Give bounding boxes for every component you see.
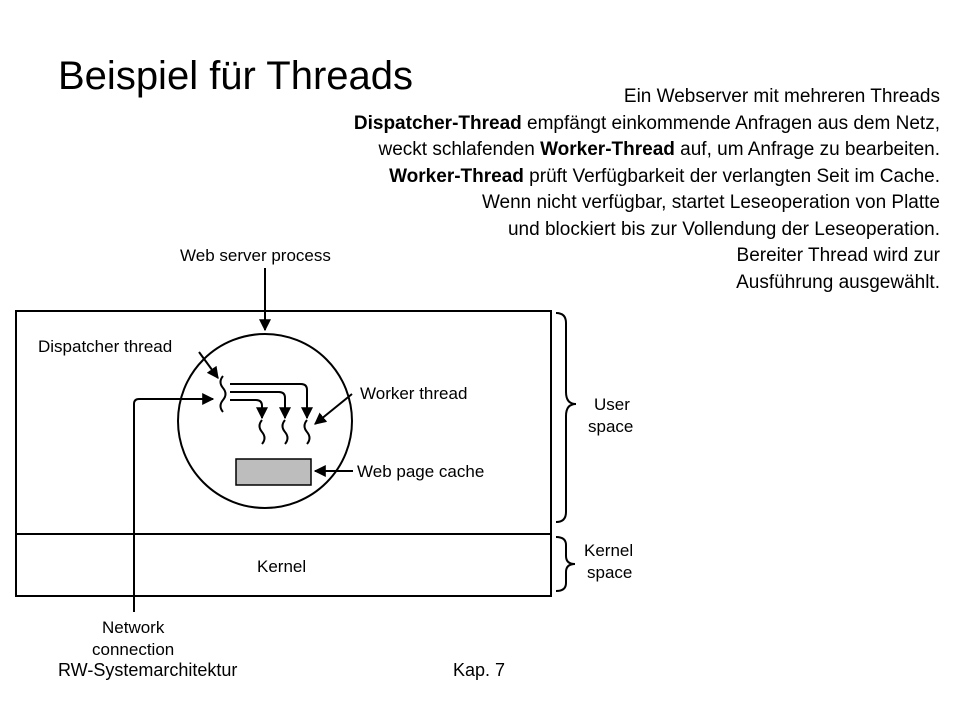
process-circle <box>177 333 353 509</box>
web-page-cache-label: Web page cache <box>357 462 484 481</box>
user-space-label-line-1: User <box>594 395 630 414</box>
description-line-3-post: auf, um Anfrage zu bearbeiten. <box>674 139 940 160</box>
slide-title: Beispiel für Threads <box>58 54 413 98</box>
user-space-brace <box>555 312 577 523</box>
worker-thread-squiggle-3 <box>303 419 311 445</box>
wake-worker-arrow-1 <box>230 399 268 420</box>
kernel-space-box <box>15 533 552 597</box>
network-connection-label-line-2: connection <box>92 640 174 659</box>
kernel-label: Kernel <box>257 557 306 576</box>
description-line-8: Ausführung ausgewählt. <box>736 271 940 293</box>
description-line-5: Wenn nicht verfügbar, startet Leseoperat… <box>481 192 940 213</box>
description-line-3: weckt schlafenden Worker-Thread auf, um … <box>180 137 940 164</box>
network-connection-line <box>133 393 215 612</box>
wake-worker-arrow-3 <box>230 383 313 420</box>
footer-chapter: Kap. 7 <box>453 660 506 680</box>
web-page-cache-box <box>235 458 312 486</box>
description-line-2: Dispatcher-Thread empfängt einkommende A… <box>180 111 940 138</box>
worker-thread-label: Worker thread <box>360 384 467 403</box>
description-line-2-text: empfängt einkommende Anfragen aus dem Ne… <box>521 112 940 134</box>
footer-course-name: RW-Systemarchitektur <box>58 660 238 680</box>
description-line-1: Ein Webserver mit mehreren Threads <box>623 86 940 107</box>
worker-thread-term-2: Worker-Thread <box>389 165 524 187</box>
web-server-process-label: Web server process <box>180 246 331 265</box>
dispatcher-pointer-arrow <box>198 351 219 379</box>
network-connection-label-line-1: Network <box>102 618 165 637</box>
dispatcher-thread-term: Dispatcher-Thread <box>353 112 522 134</box>
dispatcher-thread-label: Dispatcher thread <box>38 337 172 356</box>
worker-thread-squiggle-2 <box>281 419 289 445</box>
worker-thread-term: Worker-Thread <box>540 139 675 160</box>
description-line-4-text: prüft Verfügbarkeit der verlangten Seit … <box>523 165 940 187</box>
user-space-label-line-2: space <box>588 417 633 436</box>
kernel-space-brace <box>555 536 576 592</box>
worker-thread-squiggle-1 <box>258 419 266 445</box>
description-line-3-pre: weckt schlafenden <box>378 139 541 160</box>
wake-worker-arrow-2 <box>230 391 291 420</box>
description-line-7: Bereiter Thread wird zur <box>736 245 940 266</box>
dispatcher-thread-squiggle <box>219 375 227 413</box>
description-text: Ein Webserver mit mehreren Threads Dispa… <box>180 84 940 296</box>
worker-pointer-arrow <box>314 393 353 425</box>
description-line-6: und blockiert bis zur Vollendung der Les… <box>507 218 940 240</box>
kernel-space-label-line-2: space <box>587 563 632 582</box>
description-line-4: Worker-Thread prüft Verfügbarkeit der ve… <box>180 164 940 191</box>
kernel-space-label-line-1: Kernel <box>584 541 633 560</box>
